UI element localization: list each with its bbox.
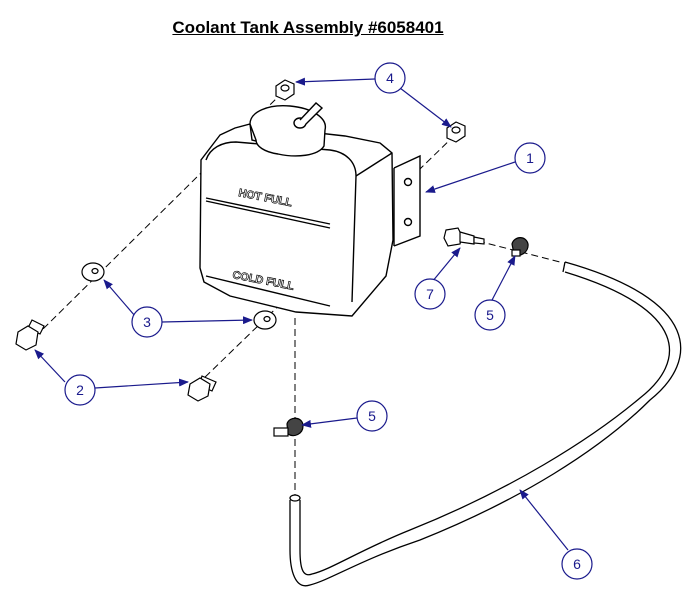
bolt-right xyxy=(187,375,217,402)
callout-7: 7 xyxy=(414,278,446,310)
callout-7-number: 7 xyxy=(426,286,434,302)
callout-4: 4 xyxy=(374,62,406,94)
callout-5a: 5 xyxy=(474,299,506,331)
callout-1-number: 1 xyxy=(526,150,534,166)
callout-2-number: 2 xyxy=(76,382,84,398)
callout-5b: 5 xyxy=(356,400,388,432)
coolant-tank: HOT FULL COLD FULL xyxy=(199,102,421,317)
callout-5a-number: 5 xyxy=(486,307,494,323)
callout-1: 1 xyxy=(514,142,546,174)
callout-6-number: 6 xyxy=(573,556,581,572)
callout-5b-number: 5 xyxy=(368,408,376,424)
callout-6: 6 xyxy=(561,548,593,580)
callout-3-number: 3 xyxy=(143,314,151,330)
nut-top xyxy=(275,79,295,101)
nut-right xyxy=(446,121,466,143)
callout-2: 2 xyxy=(64,374,96,406)
bolt-left xyxy=(15,319,45,351)
diagram-title: Coolant Tank Assembly #6058401 xyxy=(172,18,444,37)
coolant-hose xyxy=(289,261,682,587)
callout-leaders xyxy=(34,77,569,551)
callout-4-number: 4 xyxy=(386,70,394,86)
washer-left xyxy=(81,262,105,282)
washer-right xyxy=(253,310,277,330)
hose-clamp-upper xyxy=(511,237,529,257)
hose-clamp-lower xyxy=(273,417,304,437)
fitting xyxy=(443,227,485,247)
callout-3: 3 xyxy=(131,306,163,338)
